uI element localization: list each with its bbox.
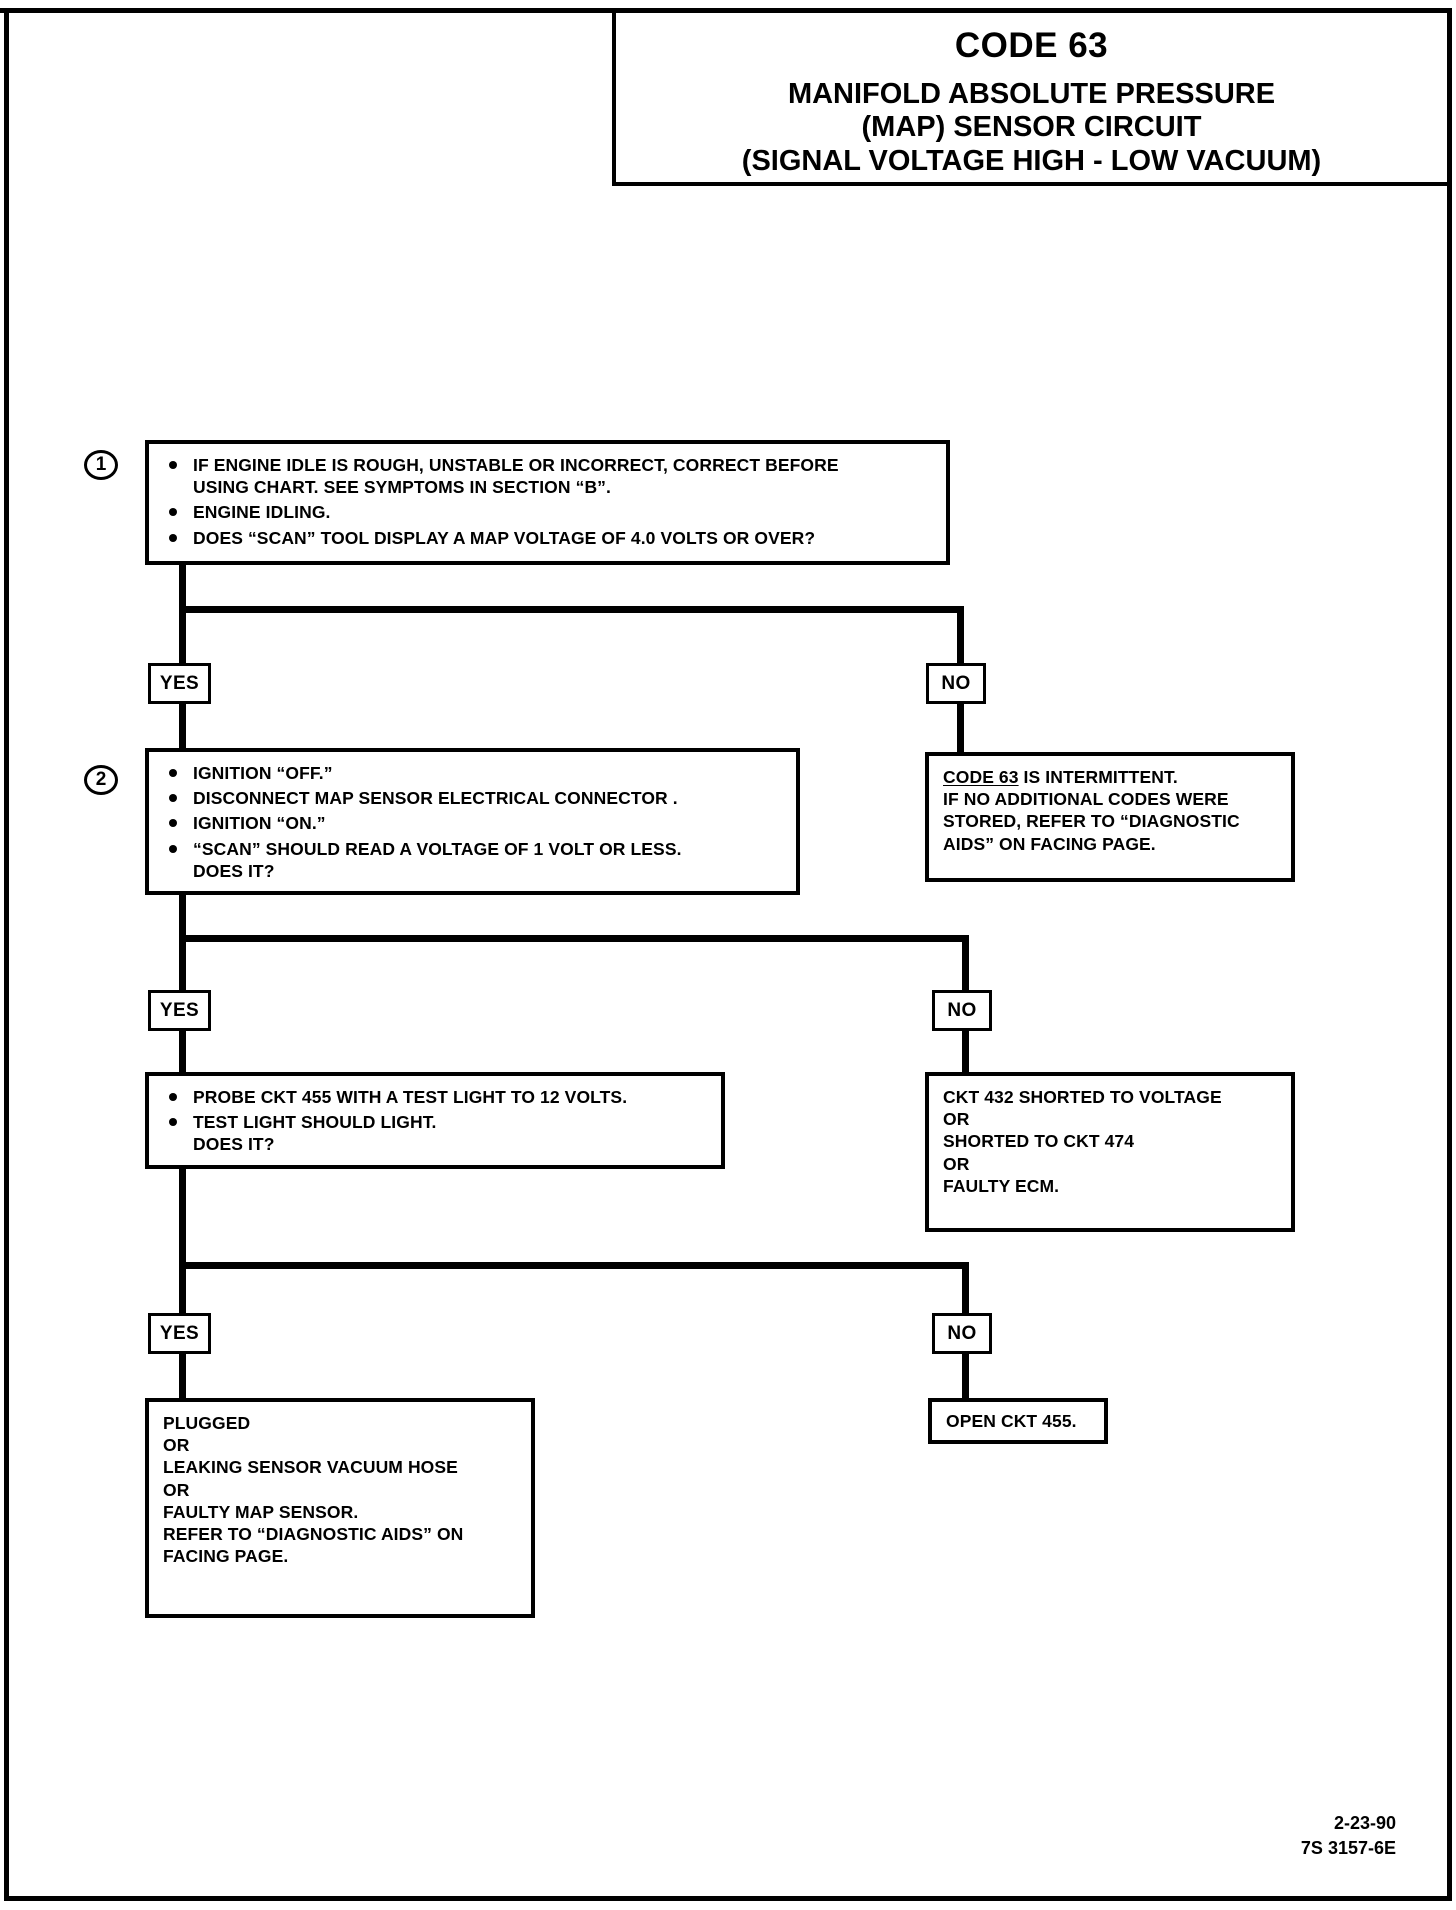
step-2-bullet-1: IGNITION “OFF.” <box>163 762 784 784</box>
step-3-bullet-1: PROBE CKT 455 WITH A TEST LIGHT TO 12 VO… <box>163 1086 709 1108</box>
bullet-dot-icon <box>169 508 177 517</box>
step-1-box: IF ENGINE IDLE IS ROUGH, UNSTABLE OR INC… <box>145 440 950 565</box>
branch-yes-1: YES <box>148 663 211 704</box>
code-intermittent-box: CODE 63 IS INTERMITTENT. IF NO ADDITIONA… <box>925 752 1295 882</box>
bullet-dot-icon <box>169 794 177 803</box>
connector-step3-no-down <box>962 1262 969 1316</box>
connector-step1-down <box>179 563 186 613</box>
connector-no1-to-intermittent <box>957 700 964 752</box>
title-subline-3: (SIGNAL VOLTAGE HIGH - LOW VACUUM) <box>741 144 1322 177</box>
plugged-box: PLUGGED OR LEAKING SENSOR VACUUM HOSE OR… <box>145 1398 535 1618</box>
intermittent-line-3: STORED, REFER TO “DIAGNOSTIC <box>943 811 1240 832</box>
connector-step3-yes-down <box>179 1262 186 1316</box>
plugged-line-5: FAULTY MAP SENSOR. <box>163 1501 359 1522</box>
step-1-bullet-1: IF ENGINE IDLE IS ROUGH, UNSTABLE OR INC… <box>163 454 934 498</box>
title-block: CODE 63 MANIFOLD ABSOLUTE PRESSURE (MAP)… <box>612 8 1447 186</box>
code-63-underlined: CODE 63 <box>943 767 1019 787</box>
footer-doc-id: 7S 3157-6E <box>1300 1837 1396 1858</box>
step-2-bullet-2: DISCONNECT MAP SENSOR ELECTRICAL CONNECT… <box>163 787 784 809</box>
step-3-box: PROBE CKT 455 WITH A TEST LIGHT TO 12 VO… <box>145 1072 725 1169</box>
bullet-dot-icon <box>169 533 177 542</box>
page-border-right <box>1447 8 1452 1900</box>
footer-date: 2-23-90 <box>1333 1813 1396 1834</box>
branch-no-2: NO <box>932 990 992 1031</box>
intermittent-line-4: AIDS” ON FACING PAGE. <box>943 833 1156 854</box>
connector-step3-stem <box>179 1167 186 1262</box>
bullet-dot-icon <box>169 844 177 853</box>
plugged-line-6: REFER TO “DIAGNOSTIC AIDS” ON <box>163 1524 464 1545</box>
page-border-bottom <box>4 1896 1452 1901</box>
connector-no2-to-shorted <box>962 1028 969 1073</box>
branch-no-1: NO <box>926 663 986 704</box>
open-ckt-line-1: OPEN CKT 455. <box>946 1411 1077 1431</box>
plugged-line-1: PLUGGED <box>163 1413 251 1433</box>
step-number-2: 2 <box>84 765 118 795</box>
branch-no-3: NO <box>932 1313 992 1354</box>
plugged-line-4: OR <box>163 1479 190 1500</box>
step-1-bullet-3: DOES “SCAN” TOOL DISPLAY A MAP VOLTAGE O… <box>163 527 934 549</box>
connector-step2-yes-down <box>179 935 186 993</box>
connector-step1-branch <box>179 606 964 613</box>
connector-step2-no-down <box>962 935 969 993</box>
title-subline-2: (MAP) SENSOR CIRCUIT <box>861 111 1202 144</box>
shorted-line-4: OR <box>943 1153 970 1174</box>
step-2-bullet-4: “SCAN” SHOULD READ A VOLTAGE OF 1 VOLT O… <box>163 838 784 882</box>
title-subline-1: MANIFOLD ABSOLUTE PRESSURE <box>787 77 1276 110</box>
step-2-bullet-3: IGNITION “ON.” <box>163 812 784 834</box>
page-title: CODE 63 <box>954 26 1109 65</box>
plugged-line-2: OR <box>163 1435 190 1456</box>
footer: 2-23-90 7S 3157-6E <box>1301 1811 1396 1860</box>
bullet-dot-icon <box>169 1118 177 1127</box>
intermittent-line-2: IF NO ADDITIONAL CODES WERE <box>943 789 1229 810</box>
connector-step1-yes-down <box>179 606 186 666</box>
open-ckt-box: OPEN CKT 455. <box>928 1398 1108 1444</box>
connector-yes3-to-plugged <box>179 1351 186 1399</box>
branch-yes-2: YES <box>148 990 211 1031</box>
page-border-left <box>4 8 9 1900</box>
ckt-shorted-box: CKT 432 SHORTED TO VOLTAGE OR SHORTED TO… <box>925 1072 1295 1232</box>
shorted-line-2: OR <box>943 1109 970 1130</box>
step-3-bullet-2: TEST LIGHT SHOULD LIGHT. DOES IT? <box>163 1111 709 1155</box>
plugged-line-3: LEAKING SENSOR VACUUM HOSE <box>163 1457 458 1478</box>
connector-step1-no-down <box>957 606 964 666</box>
connector-step2-branch <box>179 935 969 942</box>
shorted-line-3: SHORTED TO CKT 474 <box>943 1131 1135 1152</box>
bullet-dot-icon <box>169 819 177 828</box>
bullet-dot-icon <box>169 461 177 469</box>
page-border-top-left <box>0 8 612 13</box>
shorted-line-1: CKT 432 SHORTED TO VOLTAGE <box>943 1087 1222 1107</box>
connector-yes2-to-step3 <box>179 1028 186 1073</box>
step-number-1: 1 <box>84 450 118 480</box>
connector-no3-to-open <box>962 1351 969 1399</box>
bullet-dot-icon <box>169 769 177 777</box>
connector-step2-down <box>179 893 186 943</box>
step-2-box: IGNITION “OFF.” DISCONNECT MAP SENSOR EL… <box>145 748 800 895</box>
plugged-line-7: FACING PAGE. <box>163 1546 289 1567</box>
shorted-line-5: FAULTY ECM. <box>943 1175 1060 1196</box>
branch-yes-3: YES <box>148 1313 211 1354</box>
step-1-bullet-2: ENGINE IDLING. <box>163 501 934 523</box>
connector-step3-branch <box>179 1262 969 1269</box>
intermittent-line-1: CODE 63 IS INTERMITTENT. <box>943 767 1178 787</box>
connector-yes1-to-step2 <box>179 700 186 748</box>
bullet-dot-icon <box>169 1093 177 1101</box>
